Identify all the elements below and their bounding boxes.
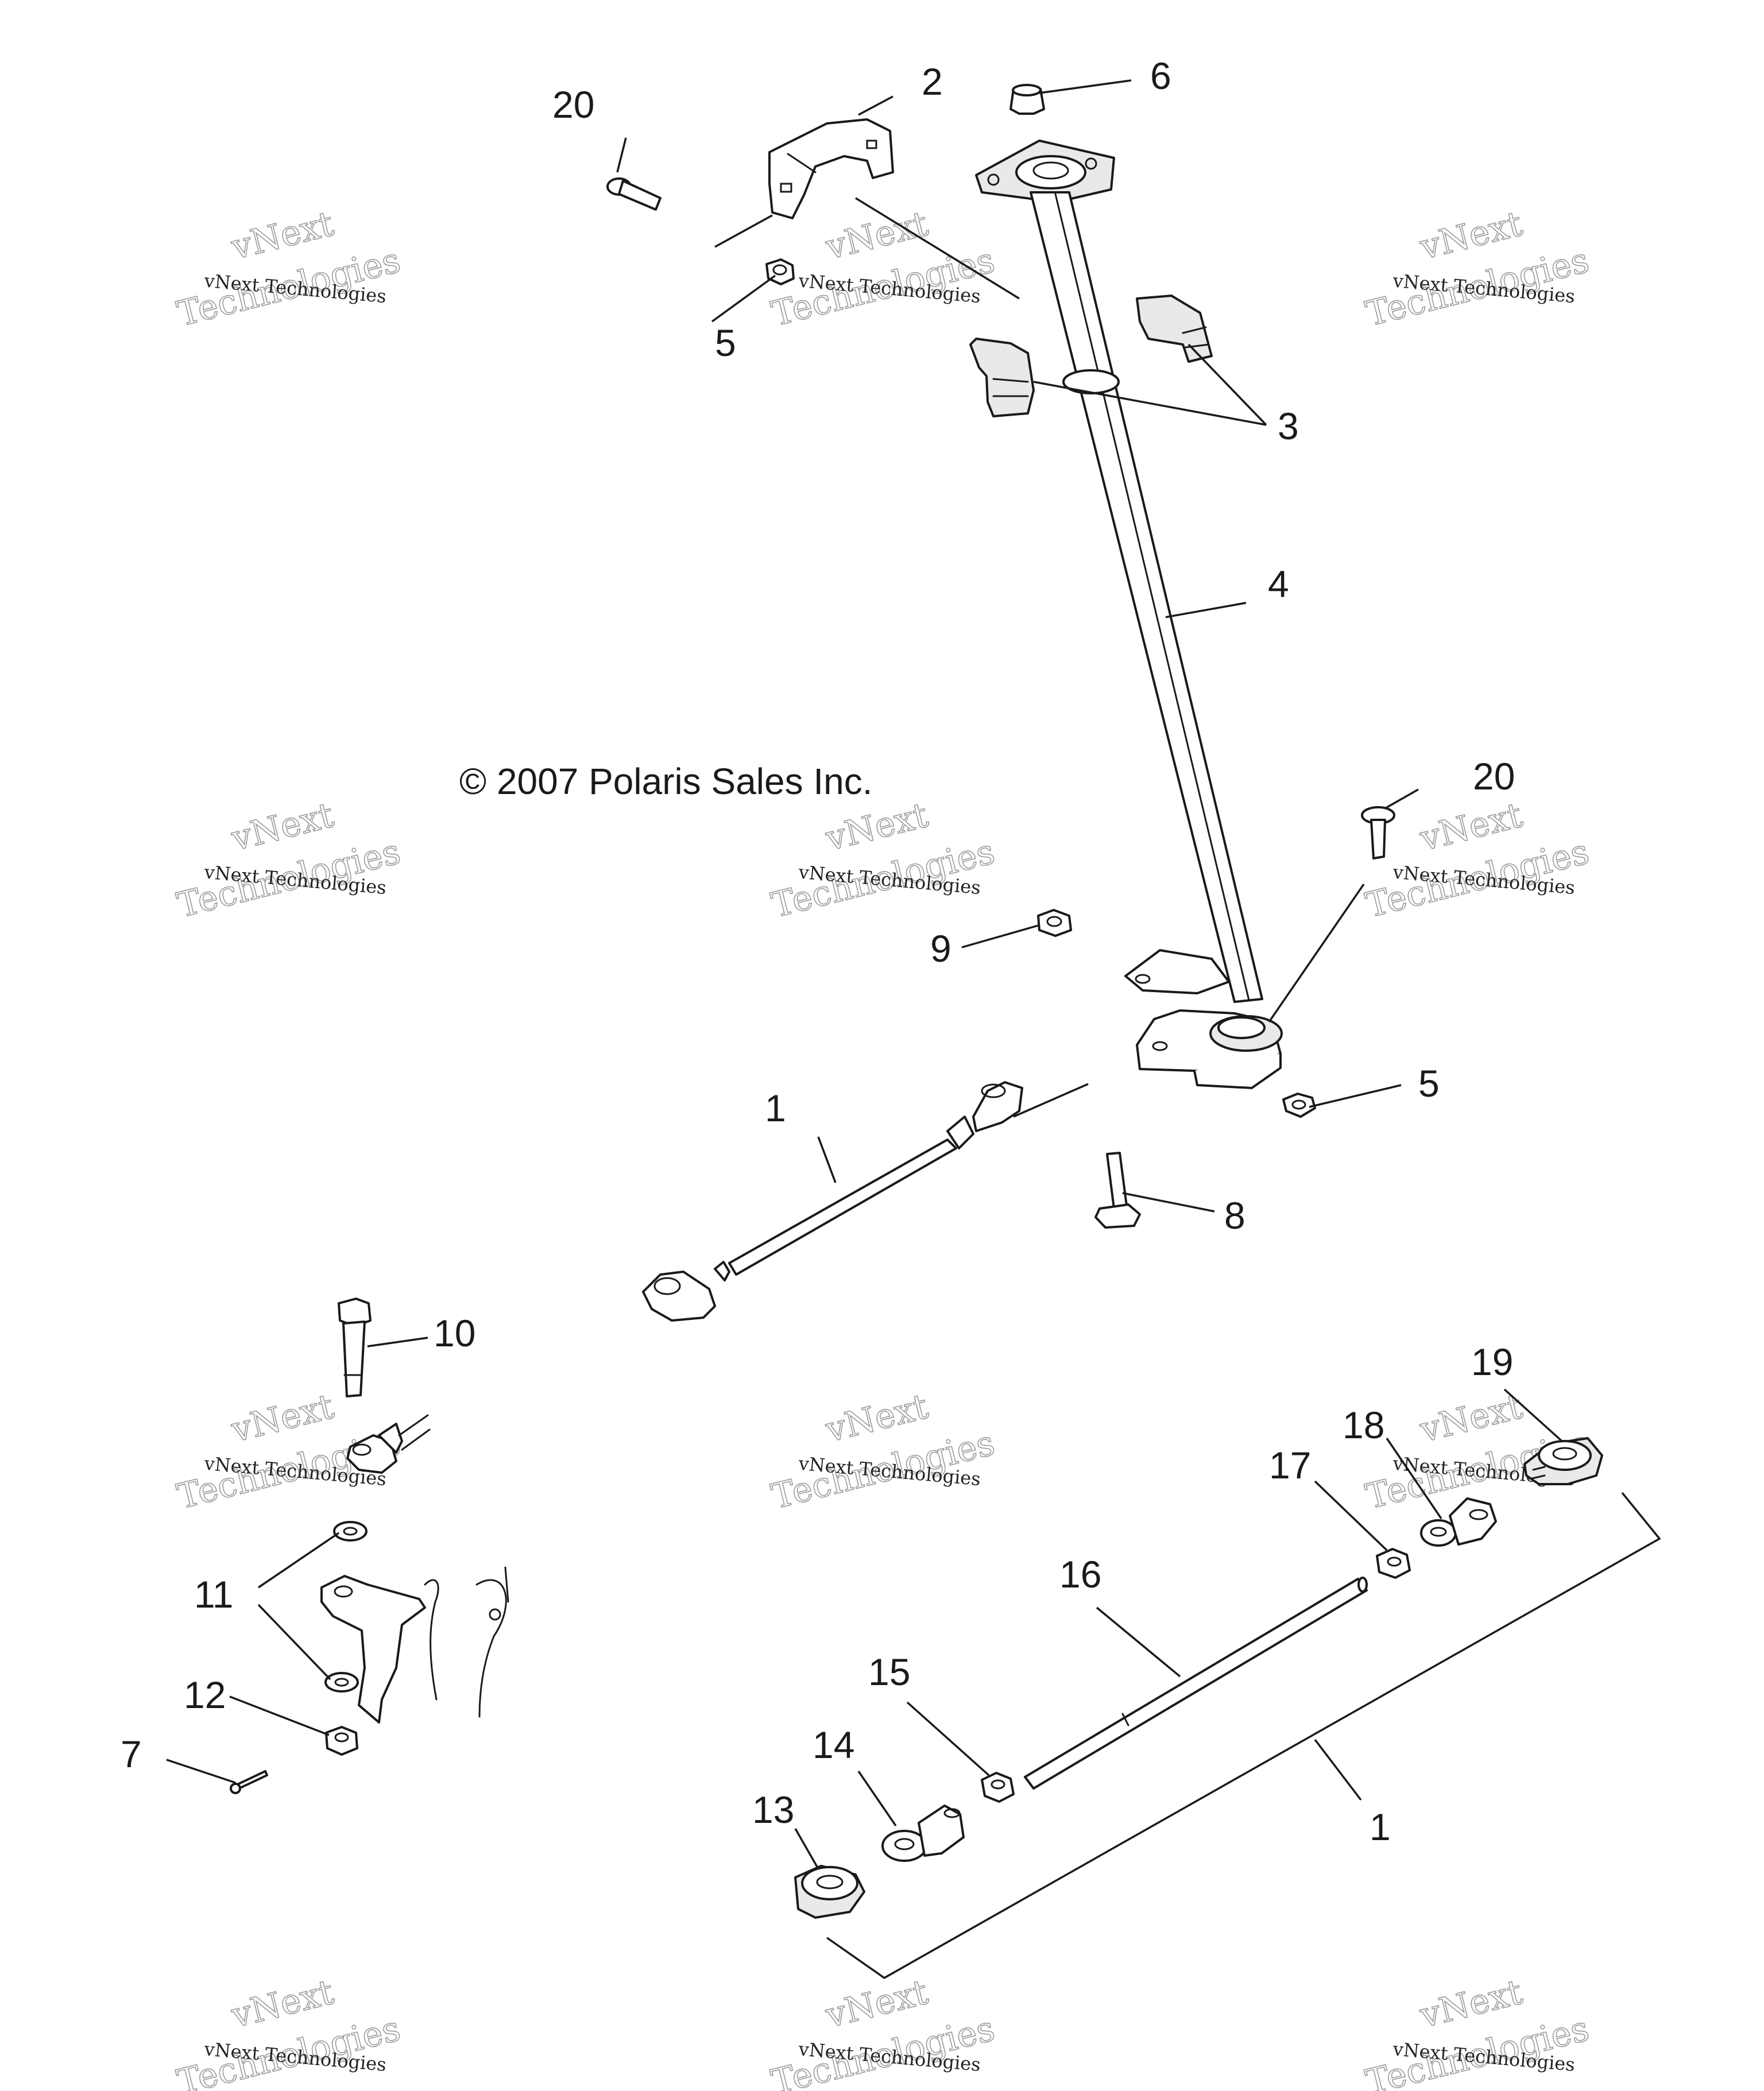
copyright-notice: © 2007 Polaris Sales Inc. [459,761,873,802]
callout-12: 12 [184,1674,226,1716]
callout-5-bottom: 5 [1418,1062,1440,1105]
washer-part-11-bottom [324,1672,359,1693]
steering-post [975,140,1283,1089]
callout-11: 11 [194,1573,234,1616]
washer-part-11-top [333,1521,368,1542]
callout-1-top: 1 [765,1087,786,1129]
watermark: vNext Technologies vNext Technologies [1361,795,1593,926]
callout-2: 2 [922,60,943,103]
callout-1-bottom: 1 [1370,1806,1391,1848]
watermark: vNext Technologies vNext Technologies [767,1386,999,1517]
jam-nut-part-15 [981,1772,1015,1803]
watermark: vNext Technologies vNext Technologies [767,203,999,335]
watermark: vNext Technologies vNext Technologies [173,203,405,335]
steering-arm [320,1566,509,1724]
callouts: 2 6 20 5 3 4 20 9 1 5 8 10 19 18 17 11 1… [121,55,1515,1848]
callout-20-right: 20 [1473,755,1515,797]
nut-part-9 [1037,909,1072,937]
tie-rod-shaft-part-16 [1024,1577,1368,1790]
bolt-part-8 [1094,1152,1141,1229]
callout-7: 7 [121,1733,142,1775]
nut-part-5-bottom [1282,1093,1316,1118]
callout-13: 13 [752,1788,794,1831]
watermark: vNext Technologies vNext Technologies [767,795,999,926]
callout-16: 16 [1059,1553,1101,1596]
callout-19: 19 [1471,1341,1513,1383]
callout-17: 17 [1269,1444,1311,1486]
nut-part-12 [325,1726,358,1756]
bolt-part-20-top [606,177,662,211]
watermark: vNext Technologies vNext Technologies [767,1972,999,2091]
jam-nut-part-17 [1376,1548,1411,1579]
ball-joint-part-18 [1420,1497,1497,1547]
callout-18: 18 [1343,1404,1384,1446]
watermark: vNext Technologies vNext Technologies [173,1972,405,2091]
rod-end-part-19 [1523,1437,1603,1485]
callout-10: 10 [434,1312,475,1354]
callout-5-top: 5 [715,322,736,364]
watermark: vNext Technologies vNext Technologies [1361,203,1593,335]
cap-part-6 [1009,84,1045,115]
callout-6: 6 [1150,55,1171,97]
callout-20-top: 20 [552,83,594,126]
callout-3: 3 [1278,405,1299,447]
bolt-part-10 [338,1298,372,1397]
callout-4: 4 [1268,563,1289,605]
clamp-part-2 [768,118,894,219]
callout-14: 14 [813,1724,854,1766]
watermark: vNext Technologies vNext Technologies [1361,1972,1593,2091]
callout-9: 9 [930,927,951,970]
cotter-pin-part-7 [230,1770,268,1794]
bolt-part-20-right [1361,806,1395,859]
callout-8: 8 [1224,1194,1245,1237]
callout-15: 15 [868,1651,910,1693]
nut-part-5-top [765,258,795,285]
leader-lines [166,79,1661,1980]
linkage-rod-end [346,1414,431,1474]
watermark: vNext Technologies vNext Technologies [173,795,405,926]
tie-rod-part-1 [642,1081,1023,1322]
bushing-part-3 [969,295,1213,417]
rod-end-part-13 [794,1865,865,1919]
ball-joint-part-14 [881,1805,965,1862]
